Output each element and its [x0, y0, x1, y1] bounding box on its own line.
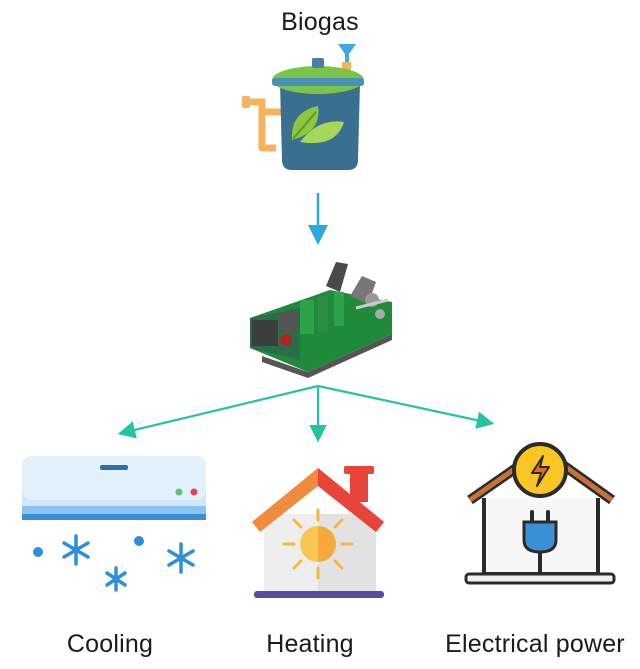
electrical-power-label: Electrical power	[445, 630, 625, 658]
flow-arrow-to-power	[317, 384, 495, 429]
cooling-label: Cooling	[66, 630, 154, 658]
diagram-title: Biogas	[281, 8, 359, 36]
house-electric-plug-icon	[464, 442, 616, 585]
chp-engine-unit-icon	[250, 262, 392, 378]
heating-label: Heating	[266, 630, 354, 658]
flow-arrow-to-cooling	[117, 384, 319, 439]
house-heating-sun-icon	[252, 466, 384, 598]
air-conditioner-icon	[22, 456, 206, 592]
biogas-digester-icon	[242, 44, 364, 170]
